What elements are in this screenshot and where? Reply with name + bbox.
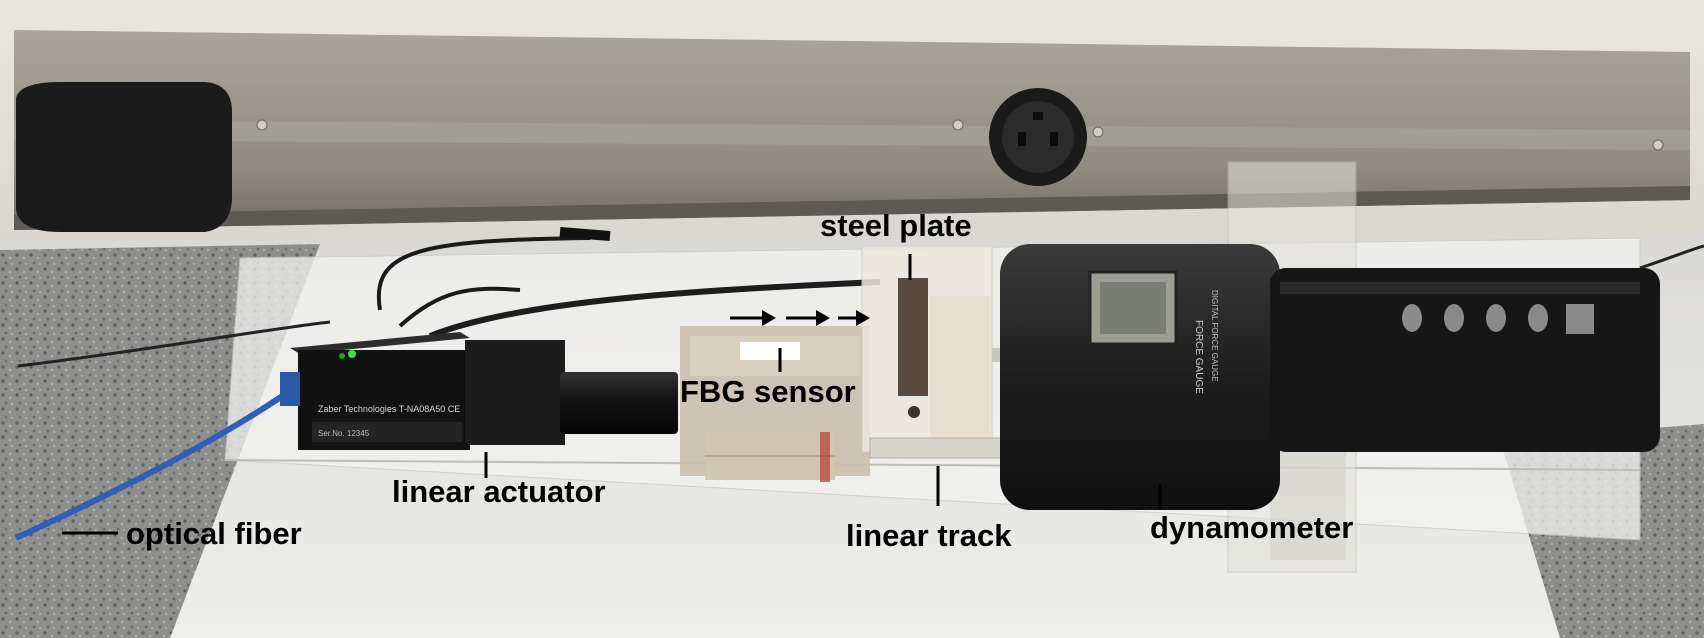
label-steel-plate: steel plate [820, 208, 972, 243]
label-optical-fiber: optical fiber [126, 516, 302, 551]
force-arrows [730, 310, 870, 326]
label-linear-track: linear track [846, 518, 1012, 553]
label-linear-actuator: linear actuator [392, 474, 606, 509]
linear-actuator-body [280, 332, 565, 450]
optical-fiber-blue [14, 381, 302, 541]
dynamometer-buttons [1402, 304, 1594, 334]
leader-lines [62, 254, 1162, 535]
actuator-brand-label: Zaber Technologies T-NA08A50 CE [318, 404, 460, 414]
power-socket [989, 88, 1087, 186]
steel-plate-holder [861, 245, 993, 453]
actuator-cylinder [560, 372, 678, 434]
actuator-serial-label: Ser.No. 12345 [318, 429, 370, 438]
black-plug [16, 82, 232, 232]
black-cable-left [17, 320, 331, 368]
carriage-block [680, 326, 870, 482]
label-dynamometer: dynamometer [1150, 510, 1354, 545]
linear-track [869, 437, 1021, 459]
black-cable [428, 279, 881, 339]
dynamometer-body [1000, 244, 1660, 510]
dynamometer-side-label: DIGITAL FORCE GAUGE [1210, 290, 1219, 382]
label-fbg-sensor: FBG sensor [680, 374, 856, 409]
dynamometer-top-label: FORCE GAUGE [1193, 320, 1204, 394]
